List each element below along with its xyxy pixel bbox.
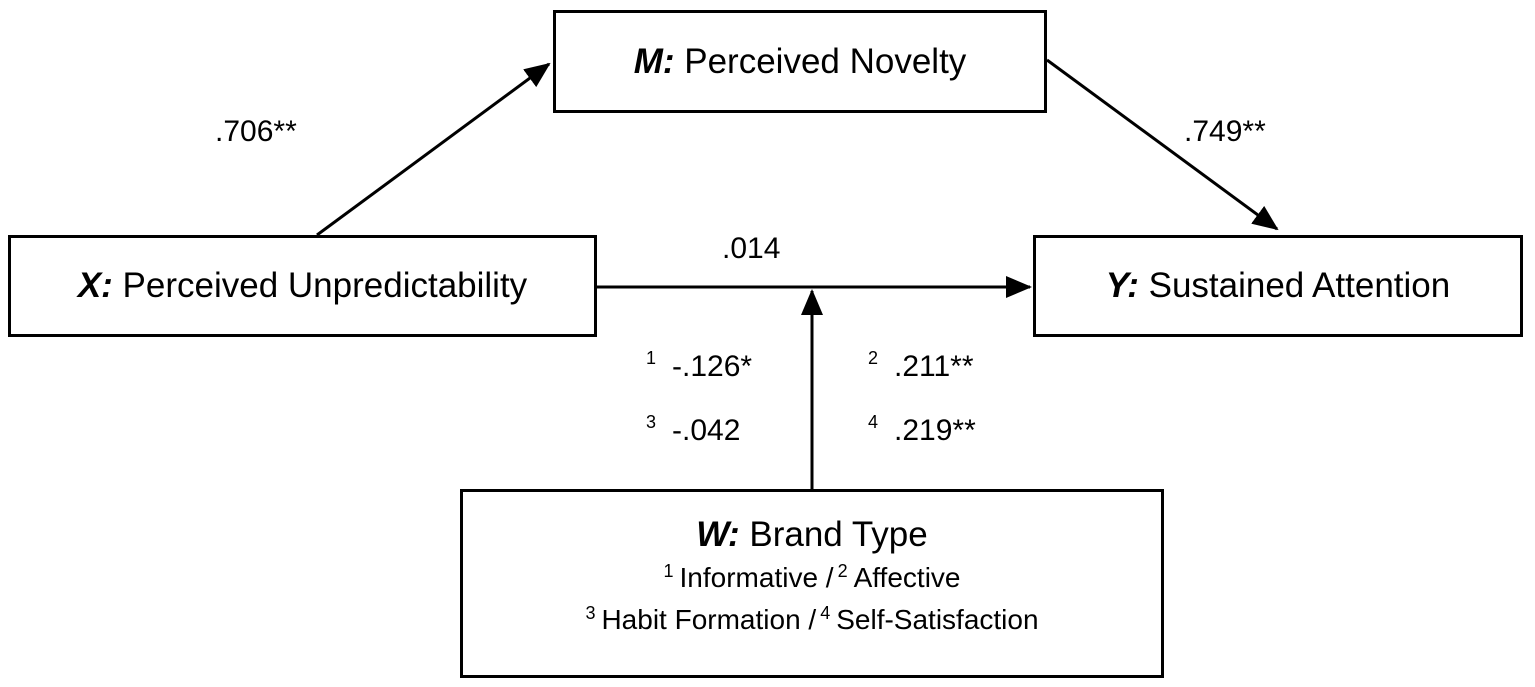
moderation-coef-2: 2 .211**	[868, 348, 974, 384]
footnote-mark: 3	[585, 603, 596, 623]
moderation-value: .219**	[894, 414, 976, 447]
moderation-value: -.126*	[672, 350, 753, 383]
coef-x-to-m: .706**	[215, 115, 297, 148]
coef-m-to-y: .749**	[1184, 115, 1266, 148]
category-label: Habit Formation /	[601, 604, 817, 635]
mediator-label: Perceived Novelty	[684, 41, 967, 81]
moderation-coef-3: 3 -.042	[646, 412, 741, 448]
mediator-box: M: Perceived Novelty	[553, 10, 1047, 113]
predictor-prefix: X:	[77, 266, 113, 305]
outcome-box: Y: Sustained Attention	[1033, 235, 1523, 337]
footnote-mark: 1	[663, 561, 674, 581]
predictor-box: X: Perceived Unpredictability	[8, 235, 597, 337]
category-label: Self-Satisfaction	[836, 604, 1039, 635]
footnote-mark: 3	[646, 412, 657, 432]
mediator-prefix: M:	[633, 41, 675, 81]
category-label: Affective	[853, 562, 961, 593]
arrow-m-to-y	[1046, 58, 1279, 231]
outcome-prefix: Y:	[1105, 266, 1139, 305]
moderator-prefix: W:	[696, 515, 740, 554]
footnote-mark: 2	[868, 348, 879, 368]
moderation-coef-1: 1 -.126*	[646, 348, 753, 384]
outcome-label: Sustained Attention	[1148, 266, 1451, 305]
moderation-value: .211**	[894, 350, 974, 383]
footnote-mark: 1	[646, 348, 657, 368]
moderation-value: -.042	[672, 414, 741, 447]
arrow-x-to-m	[316, 62, 551, 237]
predictor-label: Perceived Unpredictability	[122, 266, 528, 305]
category-label: Informative /	[679, 562, 834, 593]
moderator-label: Brand Type	[749, 515, 928, 554]
footnote-mark: 2	[837, 561, 848, 581]
moderation-coef-4: 4 .219**	[868, 412, 976, 448]
footnote-mark: 4	[820, 603, 831, 623]
coef-x-to-y: .014	[722, 232, 781, 265]
footnote-mark: 4	[868, 412, 879, 432]
